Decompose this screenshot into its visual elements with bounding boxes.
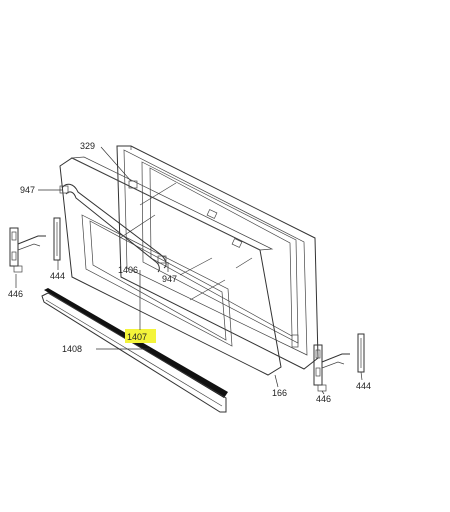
label-1407: 1407 — [127, 332, 147, 342]
label-947-handle: 947 — [20, 185, 35, 195]
left-hinge-assembly — [9, 217, 61, 273]
label-446-left: 446 — [8, 289, 23, 299]
label-166: 166 — [272, 388, 287, 398]
leader-lines — [15, 146, 363, 395]
label-1408: 1408 — [62, 344, 82, 354]
label-446-right: 446 — [316, 394, 331, 404]
label-444-left: 444 — [50, 271, 65, 281]
part-labels: 329 947 1406 947 444 446 1407 1408 166 4… — [8, 141, 371, 404]
label-329: 329 — [80, 141, 95, 151]
label-444-right: 444 — [356, 381, 371, 391]
label-1406: 1406 — [118, 265, 138, 275]
door-front-glass — [59, 156, 282, 376]
door-handle — [59, 183, 167, 273]
highlight-marker — [125, 329, 156, 343]
label-947-handle-end: 947 — [162, 274, 177, 284]
